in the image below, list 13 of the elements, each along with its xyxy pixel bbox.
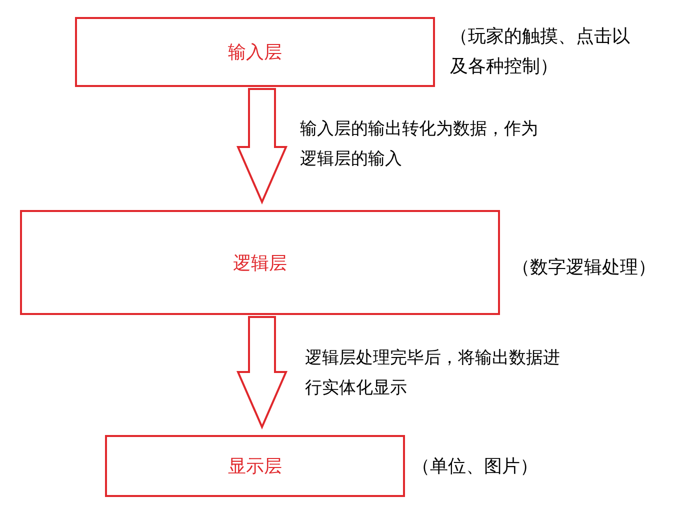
layer-title: 显示层 xyxy=(228,455,282,478)
layer-note: （数字逻辑处理） xyxy=(512,256,657,280)
layer-box xyxy=(105,435,405,497)
layer-box xyxy=(20,210,500,315)
block-arrow xyxy=(236,88,288,204)
layer-title: 输入层 xyxy=(228,41,282,64)
layer-note: （玩家的触摸、点击以及各种控制） xyxy=(450,25,631,79)
layer-box xyxy=(75,17,435,87)
layer-note: （单位、图片） xyxy=(412,455,539,479)
arrow-label: 逻辑层处理完毕后，将输出数据进行实体化显示 xyxy=(305,347,561,400)
block-arrow xyxy=(236,316,288,430)
layer-title: 逻辑层 xyxy=(233,252,287,274)
arrow-label: 输入层的输出转化为数据，作为逻辑层的输入 xyxy=(300,118,539,171)
